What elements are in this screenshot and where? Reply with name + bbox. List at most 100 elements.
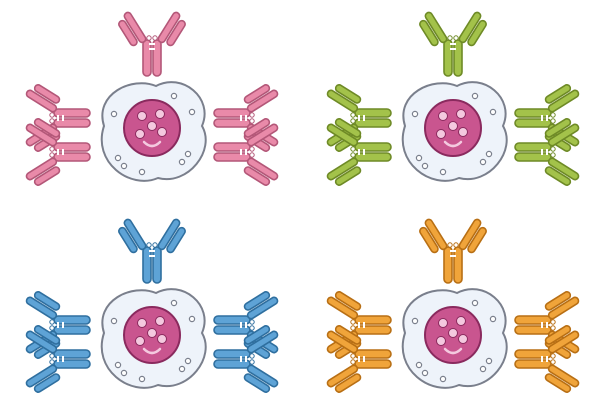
granule xyxy=(115,155,120,160)
antibody-heavy-chain xyxy=(214,350,250,358)
nucleolus xyxy=(136,337,145,346)
cell-figure-green xyxy=(301,0,601,207)
antibody-arm-right xyxy=(242,157,279,189)
antibody-arm-left xyxy=(242,288,279,320)
granule xyxy=(111,318,116,323)
antibody-heavy-chain xyxy=(515,109,551,117)
granule xyxy=(416,362,421,367)
antibody-arm-right xyxy=(458,218,490,255)
cell-figure-orange xyxy=(301,207,601,414)
granule xyxy=(171,93,176,98)
nucleolus xyxy=(156,317,165,326)
antibody-arm-right xyxy=(242,364,279,396)
antibody-heavy-chain xyxy=(355,109,391,117)
nucleolus xyxy=(459,335,468,344)
antibody-heavy-chain xyxy=(355,326,391,334)
antibody xyxy=(416,218,489,283)
antibody-arm-left xyxy=(543,288,580,320)
antibody-arm-left xyxy=(115,11,147,48)
antibody-heavy-chain xyxy=(153,40,161,76)
antibody-heavy-chain xyxy=(454,247,462,283)
antibody-heavy-chain xyxy=(214,326,250,334)
antibody-heavy-chain xyxy=(515,119,551,127)
nucleolus xyxy=(457,110,466,119)
granule xyxy=(480,366,485,371)
antibody-heavy-chain xyxy=(54,350,90,358)
antibody-heavy-chain xyxy=(54,316,90,324)
granule xyxy=(189,316,194,321)
antibody-arm-left xyxy=(326,364,363,396)
antibody-heavy-chain xyxy=(515,350,551,358)
antibody xyxy=(115,11,188,76)
antibody-heavy-chain xyxy=(54,109,90,117)
nucleolus xyxy=(439,112,448,121)
nucleolus xyxy=(437,337,446,346)
antibody-heavy-chain xyxy=(214,360,250,368)
granule xyxy=(121,370,126,375)
granule xyxy=(115,362,120,367)
antibody-arm-left xyxy=(115,218,147,255)
granule xyxy=(111,111,116,116)
antibody-heavy-chain xyxy=(214,316,250,324)
antibody-heavy-chain xyxy=(355,316,391,324)
granule xyxy=(139,169,144,174)
granule xyxy=(189,109,194,114)
granule xyxy=(179,366,184,371)
antibody-heavy-chain xyxy=(515,360,551,368)
antibody-arm-right xyxy=(157,218,189,255)
antibody-heavy-chain xyxy=(54,360,90,368)
granule xyxy=(440,376,445,381)
antibody-arm-right xyxy=(157,11,189,48)
granule xyxy=(472,93,477,98)
granule xyxy=(472,300,477,305)
granule xyxy=(486,151,491,156)
antibody-arm-left xyxy=(25,157,62,189)
granule xyxy=(121,163,126,168)
antibody-heavy-chain xyxy=(515,316,551,324)
antibody-heavy-chain xyxy=(54,153,90,161)
antibody-arm-right xyxy=(326,288,363,320)
antibody-heavy-chain xyxy=(355,143,391,151)
antibody-arm-left xyxy=(25,364,62,396)
antibody-heavy-chain xyxy=(444,247,452,283)
nucleolus xyxy=(138,319,147,328)
antibody xyxy=(115,218,188,283)
antibody-heavy-chain xyxy=(355,153,391,161)
nucleolus xyxy=(439,319,448,328)
antibody-heavy-chain xyxy=(515,326,551,334)
antibody-heavy-chain xyxy=(143,247,151,283)
nucleolus xyxy=(138,112,147,121)
nucleolus xyxy=(158,128,167,137)
antibody-arm-right xyxy=(25,81,62,113)
granule xyxy=(185,151,190,156)
antibody-arm-left xyxy=(416,218,448,255)
granule xyxy=(139,376,144,381)
nucleolus xyxy=(148,122,157,131)
antibody-heavy-chain xyxy=(515,153,551,161)
antibody-heavy-chain xyxy=(54,326,90,334)
granule xyxy=(486,358,491,363)
antibody-heavy-chain xyxy=(214,143,250,151)
antibody-arm-right xyxy=(326,81,363,113)
antibody-arm-right xyxy=(25,288,62,320)
antibody-heavy-chain xyxy=(153,247,161,283)
granule xyxy=(412,111,417,116)
granule xyxy=(412,318,417,323)
antibody-arm-right xyxy=(543,157,580,189)
granule xyxy=(440,169,445,174)
antibody-heavy-chain xyxy=(515,143,551,151)
antibody-heavy-chain xyxy=(214,109,250,117)
antibody-heavy-chain xyxy=(143,40,151,76)
antibody-arm-left xyxy=(326,157,363,189)
antibody-heavy-chain xyxy=(355,119,391,127)
granule xyxy=(422,370,427,375)
antibody-arm-left xyxy=(416,11,448,48)
antibody-arm-left xyxy=(242,81,279,113)
antibody-heavy-chain xyxy=(214,119,250,127)
antibody-heavy-chain xyxy=(214,153,250,161)
antibody-heavy-chain xyxy=(444,40,452,76)
cell-figure-blue xyxy=(0,207,300,414)
antibody-arm-left xyxy=(543,81,580,113)
granule xyxy=(422,163,427,168)
